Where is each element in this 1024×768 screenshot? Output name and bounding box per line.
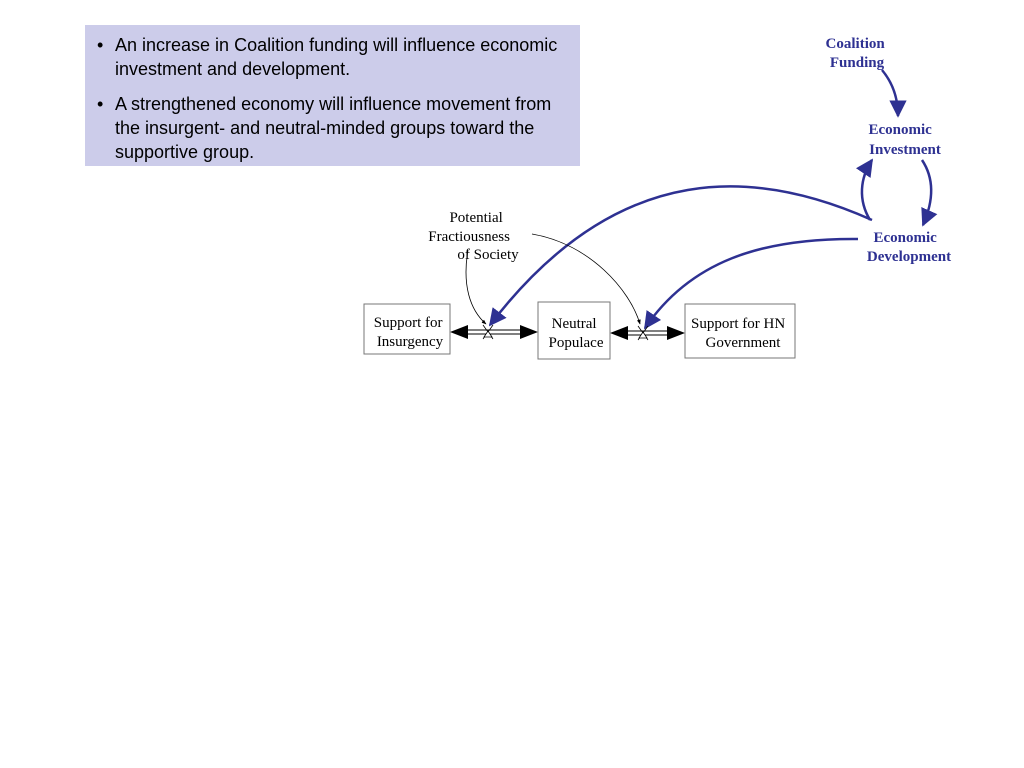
- stock-box-hn-government: [684, 303, 796, 359]
- flow-arrowhead-left: [450, 325, 468, 339]
- flow-neutral-hn: [610, 325, 685, 341]
- arrow-fractiousness-to-insurgency-valve: [465, 249, 487, 325]
- stock-box-insurgency: [363, 303, 451, 355]
- arrow-development-to-neutral-valve: [643, 237, 859, 330]
- bullet-text-box: An increase in Coalition funding will in…: [85, 25, 580, 166]
- bullet-item-economy: A strengthened economy will influence mo…: [97, 92, 568, 164]
- valve-insurgency-triangle: [483, 330, 493, 338]
- arrow-development-to-insurgency-valve: [488, 185, 873, 327]
- arrow-development-to-investment: [855, 158, 874, 221]
- arrow-funding-to-investment: [881, 69, 907, 118]
- bullet-list: An increase in Coalition funding will in…: [97, 33, 568, 164]
- arrow-investment-to-development: [920, 159, 938, 227]
- flow-arrowhead-right: [667, 326, 685, 340]
- stock-label-insurgency: Support for Insurgency: [374, 315, 447, 350]
- flow-arrowhead-right: [520, 325, 538, 339]
- bullet-item-funding: An increase in Coalition funding will in…: [97, 33, 568, 81]
- stock-box-neutral: [537, 301, 611, 360]
- valve-neutral-triangle: [638, 331, 648, 339]
- flow-arrowhead-left: [610, 326, 628, 340]
- node-label-coalition-funding: Coalition Funding: [826, 36, 889, 71]
- node-label-economic-development: Economic Development: [867, 230, 951, 265]
- arrow-fractiousness-to-neutral-valve: [531, 233, 641, 325]
- flow-insurgency-neutral: [450, 324, 538, 340]
- auxiliary-label-fractiousness: Potential Fractiousness of Society: [428, 210, 519, 263]
- stock-label-hn-government: Support for HN Government: [691, 316, 789, 351]
- node-label-economic-investment: Economic Investment: [868, 122, 940, 158]
- stock-label-neutral: Neutral Populace: [549, 316, 604, 351]
